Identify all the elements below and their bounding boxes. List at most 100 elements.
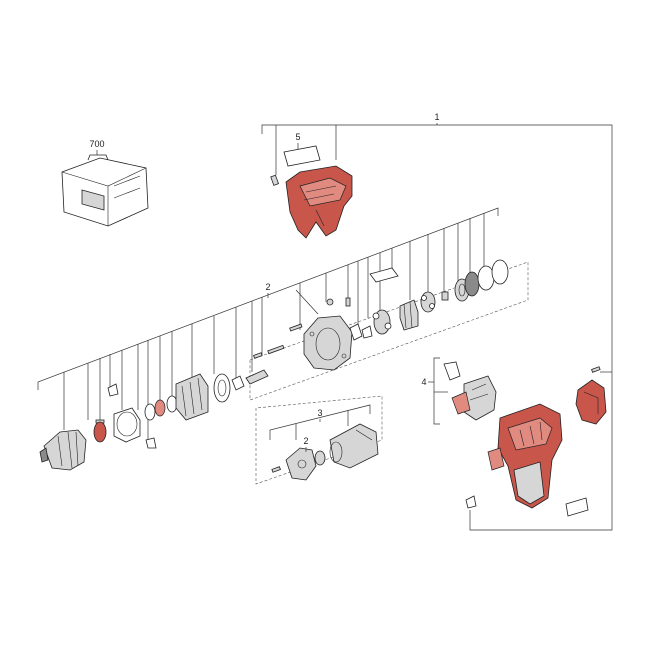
callout-2-pinion: 2 xyxy=(303,436,308,446)
motor-leader-line xyxy=(269,404,371,440)
pin-2 xyxy=(267,344,285,355)
callout-2: 2 xyxy=(265,282,270,292)
handle-housing xyxy=(487,403,563,509)
assembly-1-bracket: 1 xyxy=(261,112,613,531)
callout-700: 700 xyxy=(89,139,104,149)
ring-gear-2 xyxy=(399,299,419,331)
handle-grip xyxy=(513,461,545,505)
motor-face xyxy=(329,441,343,463)
detent-pin xyxy=(345,297,351,307)
end-cap-detail xyxy=(583,391,599,414)
shift-ring xyxy=(349,323,363,341)
ring-gear-2-body xyxy=(399,299,419,331)
speed-selector-slide xyxy=(369,267,399,283)
case-latches xyxy=(113,175,141,199)
motor-plate-hub xyxy=(297,459,307,469)
planetary-stage-2 xyxy=(420,291,436,313)
switch-body xyxy=(463,375,497,421)
case-body xyxy=(61,157,149,227)
end-cap-body xyxy=(575,379,607,425)
planetary-stage-1 xyxy=(372,309,392,335)
switch-contacts xyxy=(469,383,489,401)
callout-1: 1 xyxy=(434,112,439,122)
housing-half-inner xyxy=(299,177,347,207)
handle-vents xyxy=(519,421,543,447)
switch-4-group: 4 xyxy=(421,357,497,425)
spring-wire xyxy=(295,289,319,315)
rating-label xyxy=(565,497,589,517)
motor-pinion xyxy=(314,450,326,466)
end-washer-1 xyxy=(477,265,495,291)
chuck-body xyxy=(43,429,87,471)
gearbox-bore xyxy=(315,327,341,361)
motor-screw xyxy=(271,466,281,473)
clutch-collar xyxy=(113,407,141,443)
sun-gear xyxy=(441,291,449,301)
washer-1 xyxy=(144,403,156,421)
dc-motor xyxy=(329,423,379,469)
end-cap-screw xyxy=(591,366,601,373)
motor-can-seam xyxy=(355,429,373,441)
gearbox-dashed-outline xyxy=(249,261,529,401)
thrust-plate xyxy=(464,271,480,297)
chuck-seal-ring xyxy=(93,421,107,443)
washer-3 xyxy=(166,395,178,413)
trigger-switch xyxy=(451,375,497,421)
planet-gear-2b xyxy=(429,303,435,309)
spindle-collar xyxy=(231,375,245,391)
motor-can xyxy=(329,423,379,469)
motor-dashed-outline xyxy=(255,395,383,485)
ring-gear-3-bore xyxy=(458,283,466,297)
label-plate xyxy=(283,145,321,167)
gearbox-body xyxy=(303,315,353,371)
chuck-grip xyxy=(57,431,79,469)
motor-mount-plate xyxy=(285,447,317,481)
planet-gear-1a xyxy=(372,312,380,320)
switch-slider xyxy=(443,361,461,381)
callout-4: 4 xyxy=(421,377,426,387)
clutch-ring xyxy=(213,373,231,403)
case-label-panel xyxy=(81,189,105,211)
label-5-group: 5 xyxy=(283,132,321,167)
spindle-shaft xyxy=(245,369,269,385)
motor-plate xyxy=(285,447,317,481)
gearbox-leader-ticks xyxy=(63,213,485,440)
motor-3-group: 3 2 xyxy=(255,395,383,485)
gearbox-hole-2 xyxy=(341,353,347,359)
case-edges xyxy=(61,167,147,226)
rear-end-cap xyxy=(575,366,607,425)
ball-small xyxy=(326,298,334,306)
handle-trigger-guard xyxy=(487,447,505,471)
washer-2 xyxy=(154,399,166,417)
gearbox-leader-line xyxy=(37,207,499,390)
ring-gear-teeth xyxy=(181,377,203,417)
small-clip-lower xyxy=(465,495,477,509)
leader-1 xyxy=(261,124,613,531)
ring-gear-housing xyxy=(175,373,209,421)
pin-1 xyxy=(253,352,263,359)
callout-5: 5 xyxy=(295,132,300,142)
handle-head xyxy=(507,417,553,451)
clutch-collar-bore xyxy=(116,411,138,437)
housing-half-ribs xyxy=(303,185,337,227)
upper-housing-half xyxy=(270,165,353,239)
chuck-jaws xyxy=(39,447,49,463)
switch-bracket xyxy=(433,357,440,425)
shift-fork xyxy=(361,325,373,339)
clip-top xyxy=(107,383,119,397)
callout-3: 3 xyxy=(317,408,322,418)
keyless-chuck xyxy=(39,429,87,471)
gearbox-2-group: 2 xyxy=(37,207,529,471)
planet-carrier-2 xyxy=(420,291,436,313)
planet-gear-1b xyxy=(384,322,392,330)
clip-bottom xyxy=(145,437,157,449)
ring-gear-2-teeth xyxy=(403,301,413,329)
carry-case: 700 xyxy=(61,139,149,227)
clutch-ring-bore xyxy=(217,379,227,397)
gearbox-hole-1 xyxy=(309,331,315,337)
gearbox-housing xyxy=(303,315,353,371)
housing-screw-top xyxy=(270,174,280,186)
pin-3 xyxy=(289,323,303,332)
trigger-red xyxy=(451,391,471,415)
